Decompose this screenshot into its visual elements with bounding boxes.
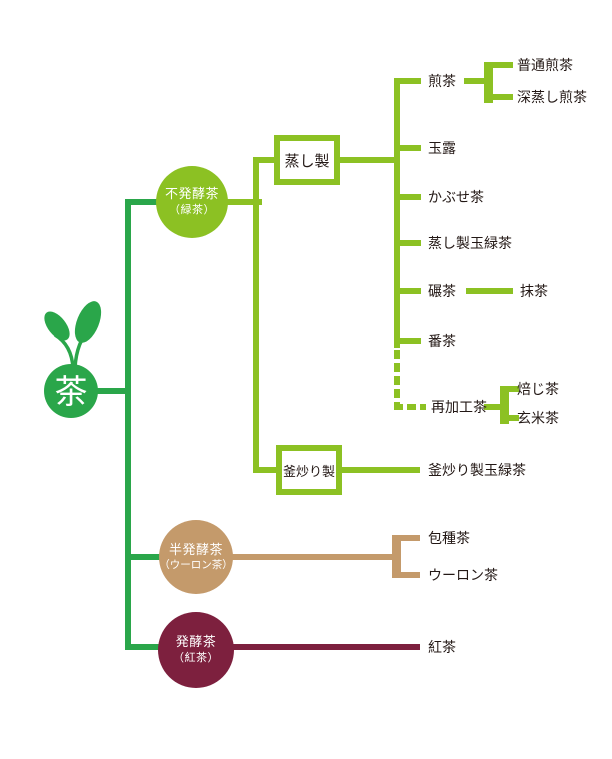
bracket-sencha-bar xyxy=(484,62,493,103)
connector-unfermented-to-process xyxy=(222,199,262,205)
connector-sencha-to-bracket xyxy=(464,78,486,84)
connector-fermented-horizontal xyxy=(232,644,420,650)
node-semi-fermented-sublabel: （ウーロン茶） xyxy=(159,558,233,571)
label-gyokuro: 玉露 xyxy=(428,140,456,156)
label-hoshucha: 包種茶 xyxy=(428,530,470,546)
bracket-oolong-arm-top xyxy=(401,535,420,541)
node-unfermented-tea: 不発酵茶 （緑茶） xyxy=(156,166,228,238)
label-kocha: 紅茶 xyxy=(428,639,456,655)
label-hojicha: 焙じ茶 xyxy=(517,381,559,397)
bracket-reprocessed-arm-top xyxy=(509,386,519,392)
connector-root-to-trunk xyxy=(95,388,131,394)
connector-steamed-box-to-leaves xyxy=(336,157,398,163)
label-tencha: 碾茶 xyxy=(428,283,456,299)
node-fermented-label: 発酵茶 xyxy=(175,634,217,650)
connector-steamed-leaves-vertical xyxy=(394,78,400,348)
connector-tencha-to-matcha xyxy=(466,288,513,294)
label-kamairisei-tamaryokucha: 釜炒り製玉緑茶 xyxy=(428,462,526,478)
connector-reprocessed-to-bracket xyxy=(484,404,502,410)
label-sencha: 煎茶 xyxy=(428,73,456,89)
connector-panfired-box-to-leaf xyxy=(338,467,420,473)
label-matcha: 抹茶 xyxy=(520,283,548,299)
label-fukamushi-sencha: 深蒸し煎茶 xyxy=(517,89,587,105)
label-futsu-sencha: 普通煎茶 xyxy=(517,57,573,73)
bracket-reprocessed-bar xyxy=(500,386,509,424)
bracket-sencha-arm-top xyxy=(493,62,513,68)
node-semi-fermented-label: 半発酵茶 xyxy=(168,541,223,557)
connector-process-vertical xyxy=(253,157,259,473)
connector-trunk-to-fermented xyxy=(125,644,170,650)
connector-dashed-vertical xyxy=(394,350,400,404)
label-bancha: 番茶 xyxy=(428,333,456,349)
bracket-sencha-arm-bottom xyxy=(493,94,513,100)
steamed-process-label: 蒸し製 xyxy=(284,152,330,170)
connector-to-panfired-box xyxy=(253,467,279,473)
node-unfermented-sublabel: （緑茶） xyxy=(169,204,215,217)
bracket-reprocessed-arm-bottom xyxy=(509,415,519,421)
connector-to-steamed-box xyxy=(253,157,279,163)
node-semi-fermented-tea: 半発酵茶 （ウーロン茶） xyxy=(159,520,233,594)
bracket-oolong-arm-bottom xyxy=(401,572,420,578)
tick-tencha xyxy=(394,288,421,294)
connector-trunk-to-semi-fermented xyxy=(125,554,170,560)
panfired-process-label: 釜炒り製 xyxy=(282,463,335,479)
node-fermented-sublabel: （紅茶） xyxy=(173,652,219,665)
connector-dashed-to-reprocessed xyxy=(394,404,426,410)
panfired-process-box: 釜炒り製 xyxy=(276,445,342,495)
tick-bancha xyxy=(394,338,421,344)
steamed-process-box: 蒸し製 xyxy=(274,135,340,185)
label-kabusecha: かぶせ茶 xyxy=(428,189,484,205)
node-unfermented-label: 不発酵茶 xyxy=(164,186,219,202)
root-node-tea: 茶 xyxy=(44,364,98,418)
tea-sprout-icon xyxy=(44,301,102,369)
tick-mushisei-tamaryokucha xyxy=(394,240,421,246)
connector-semi-fermented-horizontal xyxy=(230,554,394,560)
tick-gyokuro xyxy=(394,145,421,151)
root-node-label: 茶 xyxy=(54,372,88,410)
node-fermented-tea: 発酵茶 （紅茶） xyxy=(158,612,234,688)
tick-kabusecha xyxy=(394,194,421,200)
bracket-oolong-bar xyxy=(392,535,401,578)
connector-trunk-to-unfermented xyxy=(125,199,167,205)
label-reprocessed: 再加工茶 xyxy=(431,399,487,415)
label-oolong: ウーロン茶 xyxy=(428,567,498,583)
tick-sencha xyxy=(394,78,421,84)
connector-trunk-vertical xyxy=(125,199,131,650)
label-genmaicha: 玄米茶 xyxy=(517,410,559,426)
label-mushisei-tamaryokucha: 蒸し製玉緑茶 xyxy=(428,235,512,251)
